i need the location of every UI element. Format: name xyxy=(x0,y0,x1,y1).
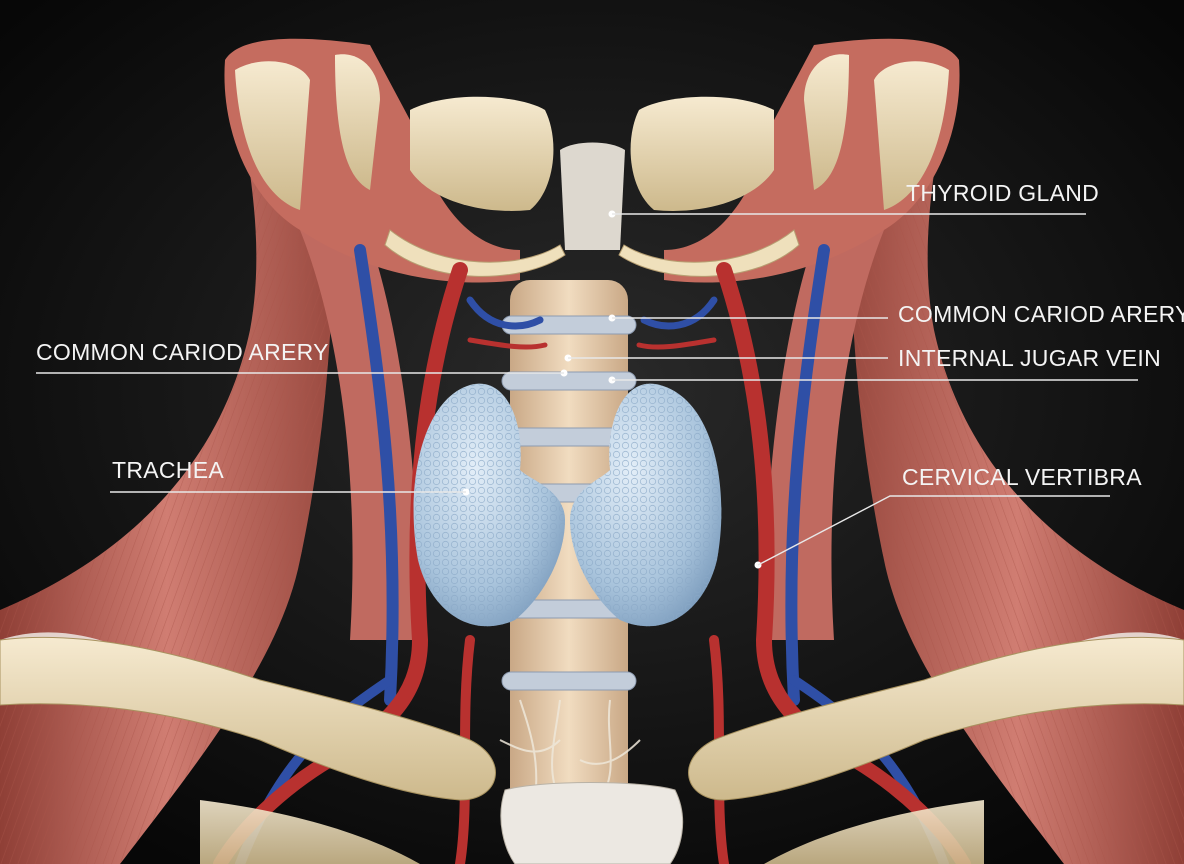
label-trachea: TRACHEA xyxy=(110,457,470,496)
mandible-section xyxy=(224,38,960,283)
label-text-internal-jugular-vein: INTERNAL JUGAR VEIN xyxy=(898,345,1161,371)
label-text-common-carotid-right: COMMON CARIOD ARERY xyxy=(898,301,1184,327)
label-internal-jugular-vein: INTERNAL JUGAR VEIN xyxy=(564,345,1161,384)
thyroid-gland xyxy=(413,383,722,627)
clavicles xyxy=(0,636,1184,864)
label-cervical-vertebra: CERVICAL VERTIBRA xyxy=(754,464,1142,569)
label-common-carotid-artery-right: COMMON CARIOD ARERY xyxy=(608,301,1184,327)
label-thyroid-gland: THYROID GLAND xyxy=(608,180,1099,218)
label-text-trachea: TRACHEA xyxy=(112,457,224,483)
label-text-thyroid-gland: THYROID GLAND xyxy=(906,180,1099,206)
label-common-carotid-artery-left: COMMON CARIOD ARERY xyxy=(36,339,568,377)
label-text-common-carotid-left: COMMON CARIOD ARERY xyxy=(36,339,329,365)
label-text-cervical-vertebra: CERVICAL VERTIBRA xyxy=(902,464,1142,490)
